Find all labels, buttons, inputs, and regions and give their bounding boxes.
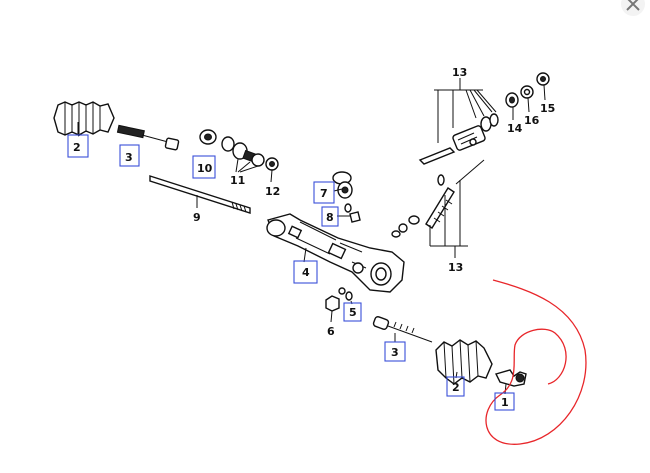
right-inner-tie-rod-part (372, 316, 433, 343)
callout-box-2-left (67, 134, 89, 158)
callout-2-right: 2 (452, 381, 460, 394)
washer-10-part (199, 129, 217, 145)
callout-14: 14 (507, 122, 523, 135)
left-inner-tie-rod-part (116, 124, 180, 151)
fitting-5-part (338, 287, 353, 301)
callout-11: 11 (230, 174, 245, 187)
callout-12: 12 (265, 185, 280, 198)
callout-box-7 (313, 181, 335, 204)
right-boot-part (435, 339, 493, 385)
callout-box-4 (293, 260, 318, 284)
rack-bar-9-part (149, 175, 251, 214)
callout-box-5 (343, 302, 362, 322)
close-icon[interactable] (621, 0, 645, 16)
callout-box-2-right (446, 376, 465, 397)
callout-3-right: 3 (391, 346, 399, 359)
callout-13-bottom: 13 (448, 261, 463, 274)
rack-housing-4-part (266, 213, 405, 293)
callout-box-1 (494, 392, 515, 411)
nut-6-part (325, 295, 340, 312)
callout-box-3-right (384, 341, 406, 362)
bearing-16-part (520, 85, 534, 99)
callout-8: 8 (326, 211, 334, 224)
red-circle-annotation (485, 279, 587, 445)
bushing-12-part (265, 157, 279, 171)
callout-box-8 (321, 206, 339, 227)
pinion-valve-assembly-part (418, 113, 499, 165)
callout-3-left: 3 (125, 151, 133, 164)
ring-15-part (536, 72, 550, 86)
adjuster-7-part (332, 171, 353, 199)
callout-15: 15 (540, 102, 555, 115)
seal-14-part (505, 92, 519, 108)
callout-7: 7 (320, 187, 328, 200)
spring-8-part (344, 203, 361, 223)
callout-1: 1 (501, 396, 509, 409)
callout-16: 16 (524, 114, 540, 127)
bushings-11-part (221, 136, 265, 167)
callout-5: 5 (349, 306, 357, 319)
callout-10: 10 (197, 162, 213, 175)
left-boot-part (53, 101, 115, 137)
tie-rod-end-1-part (494, 369, 527, 387)
pinion-lower-part (391, 159, 485, 238)
callout-13-top: 13 (452, 66, 467, 79)
callout-box-10 (192, 155, 216, 179)
callout-6: 6 (327, 325, 335, 338)
callout-4: 4 (302, 266, 310, 279)
callout-9: 9 (193, 211, 201, 224)
callout-box-3-left (119, 144, 140, 167)
callout-2-left: 2 (73, 141, 81, 154)
